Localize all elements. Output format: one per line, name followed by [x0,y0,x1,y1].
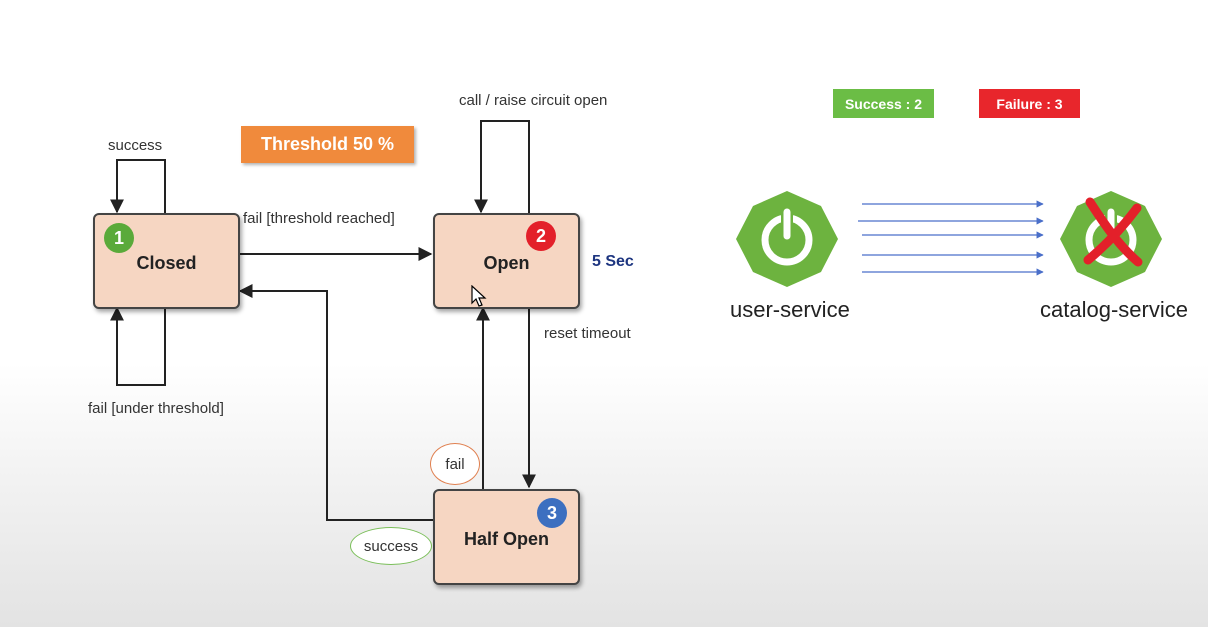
user-service-label: user-service [730,297,850,322]
closed-fail-loop [110,306,166,386]
service-down-x-icon [1083,197,1143,267]
halfopen-fail-oval: fail [430,443,480,485]
open-timer-label: 5 Sec [592,253,634,270]
state-open: Open [433,213,580,309]
threshold-badge: Threshold 50 % [241,126,414,163]
open-self-label: call / raise circuit open [459,92,608,109]
closed-success-loop [110,159,166,214]
state-open-label: Open [483,252,530,273]
mouse-cursor-icon [471,285,487,307]
state-closed-label: Closed [136,252,197,273]
state-open-number: 2 [526,221,556,251]
open-self-loop [474,120,530,214]
closed-success-label: success [108,137,163,154]
open-to-halfopen-label: reset timeout [544,325,631,342]
state-half-open-number: 3 [537,498,567,528]
closed-to-open-label: fail [threshold reached] [243,210,395,227]
success-counter-badge: Success : 2 [833,89,934,118]
catalog-service-label: catalog-service [1040,297,1188,322]
request-arrows [858,200,1044,276]
halfopen-success-oval: success [350,527,432,565]
state-closed-number: 1 [104,223,134,253]
state-closed: Closed [93,213,240,309]
state-half-open-label: Half Open [463,528,549,549]
halfopen-to-closed-arrow [238,284,433,521]
user-service-power-icon [736,191,838,287]
closed-fail-under-label: fail [under threshold] [88,400,224,417]
failure-counter-badge: Failure : 3 [979,89,1080,118]
